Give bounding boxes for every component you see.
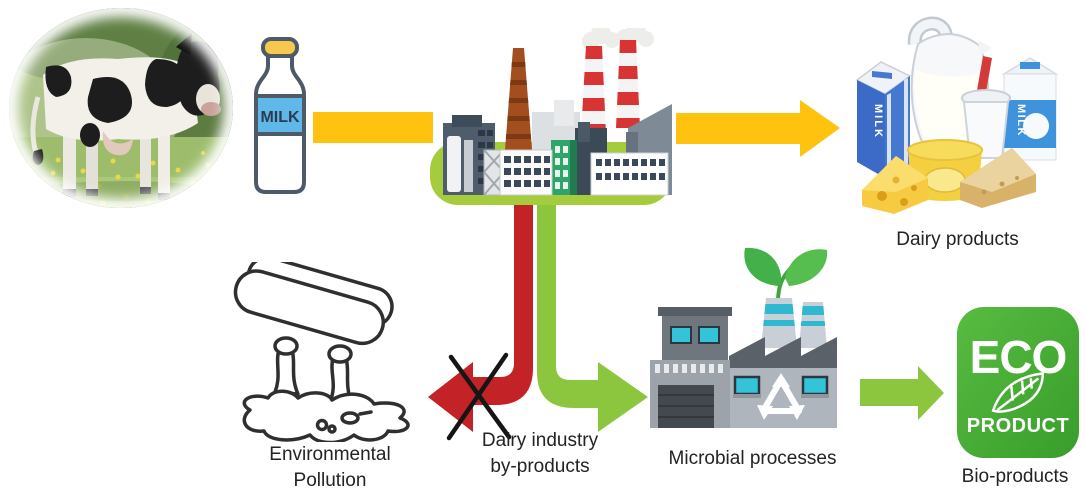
- eco-logo-text: ECO: [970, 331, 1067, 383]
- arrow-milk-to-factory: [313, 112, 433, 143]
- sawtooth-roof: [729, 337, 837, 372]
- milk-carton-front-label: MILK: [872, 104, 884, 139]
- rejection-cross-icon: [446, 352, 512, 441]
- byproducts-label-line2: by-products: [490, 456, 590, 477]
- milk-bottle-icon: MILK: [254, 37, 306, 194]
- eco-logo-subtext: PRODUCT: [967, 415, 1069, 437]
- milk-carton-back-label: MILK: [1015, 104, 1027, 137]
- cheese-wedge-tan: [960, 148, 1036, 208]
- cheese-wedge-yellow: [862, 156, 928, 214]
- recycle-icon: [757, 373, 805, 420]
- milk-bottle-label: MILK: [260, 109, 300, 126]
- waste-pipe: [233, 262, 394, 346]
- dairy-factory-icon: [430, 28, 672, 205]
- byproducts-label-line1: Dairy industry: [481, 430, 599, 451]
- environmental-pollution-label-line1: Environmental: [269, 444, 391, 465]
- dairy-products-label: Dairy products: [896, 229, 1019, 250]
- smoke-icon: [582, 28, 654, 50]
- factory-buildings: [443, 100, 672, 196]
- arrow-microbial-to-bioproducts: [860, 366, 944, 420]
- byproducts-label: Dairy industry by-products: [440, 428, 640, 480]
- arrow-factory-to-dairy-products: [676, 100, 840, 157]
- plant-sprout-icon: [744, 247, 828, 303]
- waste-puddle: [242, 389, 410, 442]
- bio-products-label: Bio-products: [961, 466, 1069, 487]
- milk-carton-back: MILK: [1001, 57, 1058, 161]
- pollution-icon: [233, 262, 410, 442]
- arrow-byproducts-to-microbial: [537, 201, 648, 432]
- microbial-left-buildings: [650, 307, 732, 428]
- environmental-pollution-label-line2: Pollution: [293, 470, 367, 491]
- facade-windows: [733, 375, 829, 398]
- milk-carton-front: MILK: [855, 61, 912, 178]
- dairy-products-icon: MILK MILK: [855, 16, 1058, 214]
- brown-chimney: [505, 48, 532, 150]
- striped-chimneys: [581, 40, 640, 134]
- microbial-chimneys: [761, 298, 827, 348]
- leaf-icon: [991, 371, 1045, 413]
- arrow-byproducts-to-pollution: [428, 201, 533, 432]
- cow-photo: [9, 8, 233, 208]
- environmental-pollution-label: Environmental Pollution: [230, 442, 430, 494]
- eco-product-logo: ECO PRODUCT: [957, 307, 1079, 458]
- microbial-factory-icon: [650, 247, 837, 428]
- microbial-processes-label: Microbial processes: [668, 448, 837, 469]
